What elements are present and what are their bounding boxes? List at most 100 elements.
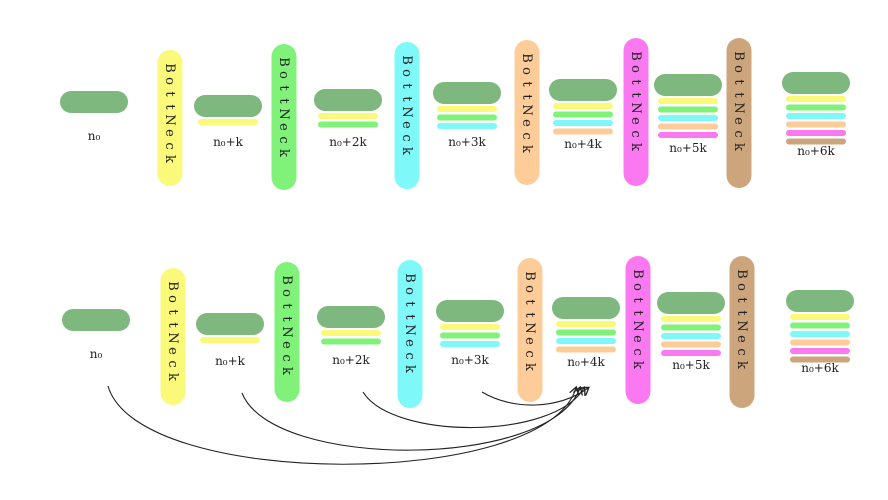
base-feature-map [314, 89, 382, 111]
bottleneck-pill [623, 38, 649, 186]
bottleneck-letter: t [522, 312, 537, 318]
base-feature-map [549, 79, 617, 101]
bottleneck-letter: c [402, 352, 417, 359]
feature-stack: n₀+3k [433, 82, 501, 149]
bottleneck-letter: k [276, 149, 291, 157]
bottleneck-letter: N [279, 326, 294, 337]
bottleneck-letter: B [522, 271, 537, 281]
added-feature-layer-yellow [553, 103, 613, 109]
bottleneck-letter: B [628, 51, 643, 61]
added-feature-layer-yellow [200, 337, 260, 343]
stack-label: n₀+4k [567, 355, 605, 369]
bottleneck-letter: e [279, 341, 294, 349]
bottleneck-letter: k [522, 363, 537, 371]
added-feature-layer-green [661, 324, 721, 331]
bottleneck-letter: o [399, 69, 414, 77]
bottleneck-letter: e [162, 129, 177, 137]
stack-label: n₀+2k [329, 135, 367, 149]
bottleneck-letter: o [628, 65, 643, 73]
bottleneck-letter: e [734, 335, 749, 343]
bottleneck-letter: N [630, 320, 645, 331]
bottleneck-letter: e [519, 119, 534, 127]
feature-stack: n₀ [60, 91, 128, 143]
row-without-skip-connections: BottNeckBottNeckBottNeckBottNeckBottNeck… [60, 38, 850, 190]
bottleneck-letter: t [519, 94, 534, 100]
added-feature-layer-cyan [661, 333, 721, 339]
bottleneck-letter: B [165, 281, 180, 291]
bottleneck-pill [397, 260, 423, 408]
bottleneck-letter: B [734, 269, 749, 279]
bottleneck-letter: t [402, 314, 417, 320]
row-with-skip-connections: BottNeckBottNeckBottNeckBottNeckBottNeck… [62, 256, 854, 465]
bottleneck-letter: t [279, 303, 294, 309]
bottleneck-letter: o [630, 283, 645, 291]
added-feature-layer-green [318, 121, 378, 128]
base-feature-map [317, 306, 385, 328]
stack-label: n₀+k [215, 354, 246, 368]
bottleneck-letter: t [731, 92, 746, 98]
bottleneck-letter: o [519, 67, 534, 75]
base-feature-map [62, 309, 130, 331]
base-feature-map [196, 313, 264, 335]
bottleneck-letter: o [162, 77, 177, 85]
bottleneck-letter: N [628, 102, 643, 113]
added-feature-layer-peach [786, 121, 846, 128]
bottleneck-letter: o [279, 289, 294, 297]
stack-label: n₀+3k [448, 135, 486, 149]
added-feature-layer-yellow [321, 330, 381, 336]
added-feature-layer-green [321, 338, 381, 345]
bottleneck-letter: k [628, 143, 643, 151]
skip-connection-arrow [362, 388, 584, 429]
bottleneck-letter: c [276, 136, 291, 143]
bottleneck-letter: t [628, 79, 643, 85]
added-feature-layer-yellow [790, 314, 850, 320]
stack-label: n₀+2k [332, 353, 370, 367]
bottleneck-letter: e [628, 117, 643, 125]
added-feature-layer-cyan [658, 115, 718, 121]
stack-label: n₀+6k [801, 361, 839, 375]
added-feature-layer-green [440, 332, 500, 339]
bottleneck-letter: N [162, 114, 177, 125]
bottleneck-letter: t [165, 309, 180, 315]
bottleneck-letter: c [162, 142, 177, 149]
added-feature-layer-cyan [790, 331, 850, 337]
base-feature-map [654, 74, 722, 96]
bottleneck-letter: t [276, 98, 291, 104]
bottleneck-letter: e [276, 123, 291, 131]
added-feature-layer-yellow [198, 119, 258, 125]
bottleneck-pill [274, 262, 300, 402]
bottleneck-letter: c [399, 134, 414, 141]
bottleneck-letter: o [276, 71, 291, 79]
added-feature-layer-green [437, 114, 497, 121]
bottleneck-letter: N [399, 106, 414, 117]
stack-label: n₀+4k [564, 137, 602, 151]
added-feature-layer-cyan [556, 338, 616, 344]
skip-connection-arrow [481, 388, 588, 406]
bottleneck-letter: B [399, 55, 414, 65]
bottleneck-letter: t [731, 79, 746, 85]
bottleneck-letter: t [399, 83, 414, 89]
bottleneck-pill [726, 38, 752, 188]
bottleneck-letter: B [276, 57, 291, 67]
bottleneck-letter: B [279, 275, 294, 285]
stack-label: n₀+3k [451, 353, 489, 367]
feature-stack: n₀+k [194, 95, 262, 149]
bottleneck-letter: c [628, 130, 643, 137]
bottleneck-letter: e [165, 347, 180, 355]
bottleneck-letter: t [279, 316, 294, 322]
added-feature-layer-peach [661, 341, 721, 348]
added-feature-layer-green [553, 111, 613, 118]
added-feature-layer-green [556, 329, 616, 336]
bottleneck-letter: k [165, 373, 180, 381]
added-feature-layer-peach [658, 123, 718, 130]
added-feature-layer-green [658, 106, 718, 113]
